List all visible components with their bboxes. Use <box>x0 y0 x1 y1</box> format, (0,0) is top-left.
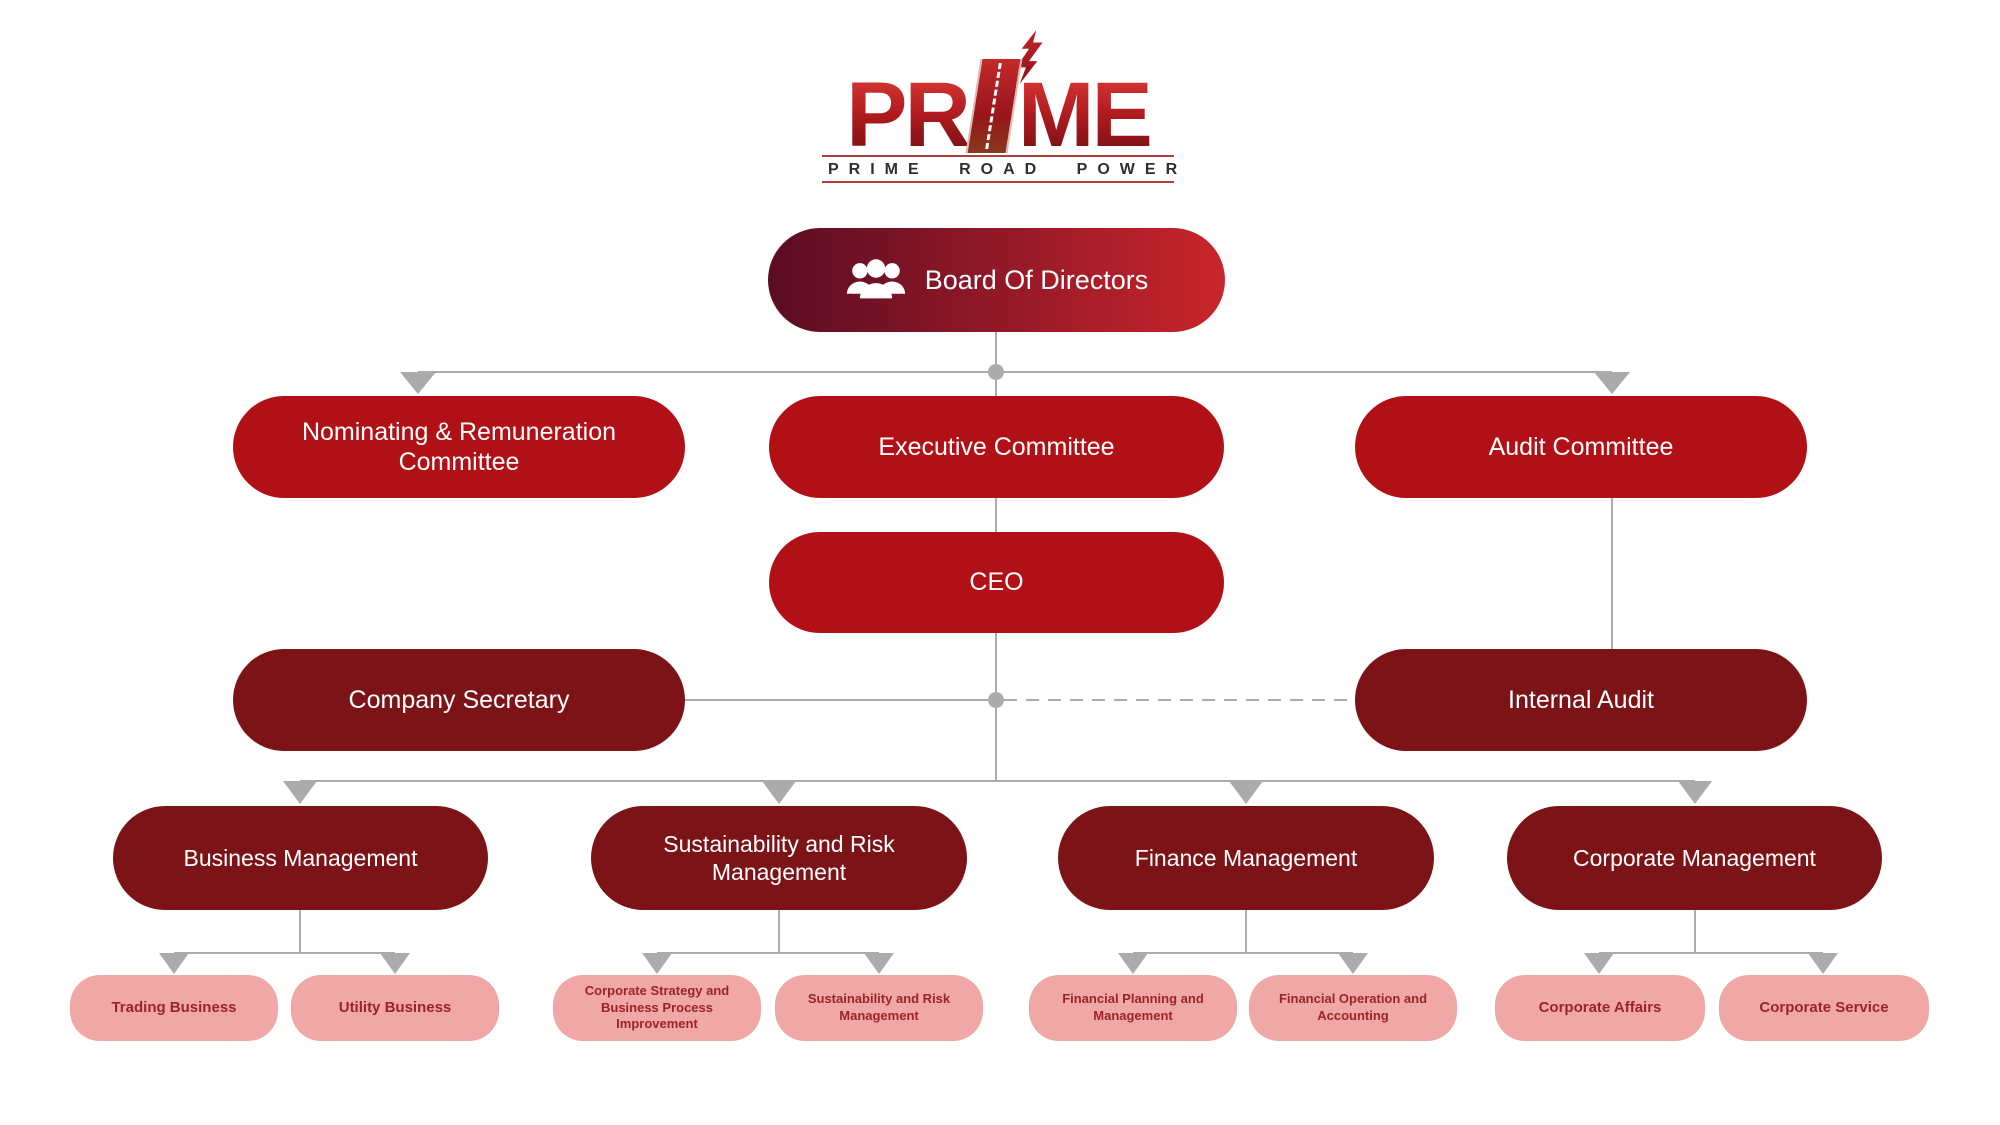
node-internal-audit: Internal Audit <box>1355 649 1807 751</box>
node-label: Utility Business <box>338 999 452 1017</box>
node-board-of-directors: Board Of Directors <box>768 228 1225 332</box>
node-utility-business: Utility Business <box>291 975 499 1041</box>
node-label: Sustainability and Risk Management <box>663 830 895 885</box>
brand-wordmark: PR ME <box>822 26 1174 167</box>
node-label: Corporate Affairs <box>1538 999 1662 1017</box>
brand-text-left: PR <box>846 64 971 167</box>
people-group-icon <box>846 259 905 299</box>
node-label: Financial Planning and Management <box>1062 991 1204 1023</box>
node-company-secretary: Company Secretary <box>233 649 685 751</box>
node-label: Finance Management <box>1134 844 1358 871</box>
logo-tagline: PRIME ROAD POWER <box>828 161 1188 178</box>
logo-divider-bottom <box>822 181 1174 183</box>
node-label: CEO <box>969 568 1024 597</box>
node-label: Corporate Service <box>1759 999 1889 1017</box>
node-corporate-strategy-bpi: Corporate Strategy and Business Process … <box>553 975 761 1041</box>
node-corporate-affairs: Corporate Affairs <box>1495 975 1705 1041</box>
node-executive-committee: Executive Committee <box>769 396 1224 498</box>
node-corporate-management: Corporate Management <box>1507 806 1882 910</box>
node-finance-management: Finance Management <box>1058 806 1434 910</box>
node-label: Board Of Directors <box>924 264 1149 295</box>
company-logo: PR ME PRIME ROAD POWER <box>822 26 1188 183</box>
node-label: Corporate Management <box>1573 844 1816 871</box>
node-label: Internal Audit <box>1508 685 1654 714</box>
node-label: Trading Business <box>111 999 237 1017</box>
node-ceo: CEO <box>769 532 1224 633</box>
logo-divider-top <box>822 155 1174 157</box>
road-letter-i-icon <box>965 59 1023 153</box>
spark-icon <box>1016 30 1043 84</box>
node-label: Company Secretary <box>348 685 570 714</box>
node-audit-committee: Audit Committee <box>1355 396 1807 498</box>
node-label: Nominating & Remuneration Committee <box>301 417 617 477</box>
node-label: Financial Operation and Accounting <box>1278 991 1428 1023</box>
node-label: Business Management <box>183 844 418 871</box>
node-financial-operation-accounting: Financial Operation and Accounting <box>1249 975 1457 1041</box>
node-financial-planning-management: Financial Planning and Management <box>1029 975 1237 1041</box>
node-label: Sustainability and Risk Management <box>807 991 951 1023</box>
node-label: Corporate Strategy and Business Process … <box>584 982 730 1032</box>
node-corporate-service: Corporate Service <box>1719 975 1929 1041</box>
node-nominating-remuneration-committee: Nominating & Remuneration Committee <box>233 396 685 498</box>
node-label: Executive Committee <box>878 432 1115 461</box>
node-sustainability-risk-management: Sustainability and Risk Management <box>591 806 967 910</box>
node-label: Audit Committee <box>1488 432 1674 461</box>
node-sustainability-risk-unit: Sustainability and Risk Management <box>775 975 983 1041</box>
node-business-management: Business Management <box>113 806 488 910</box>
node-trading-business: Trading Business <box>70 975 278 1041</box>
brand-text-right: ME <box>1017 64 1153 167</box>
